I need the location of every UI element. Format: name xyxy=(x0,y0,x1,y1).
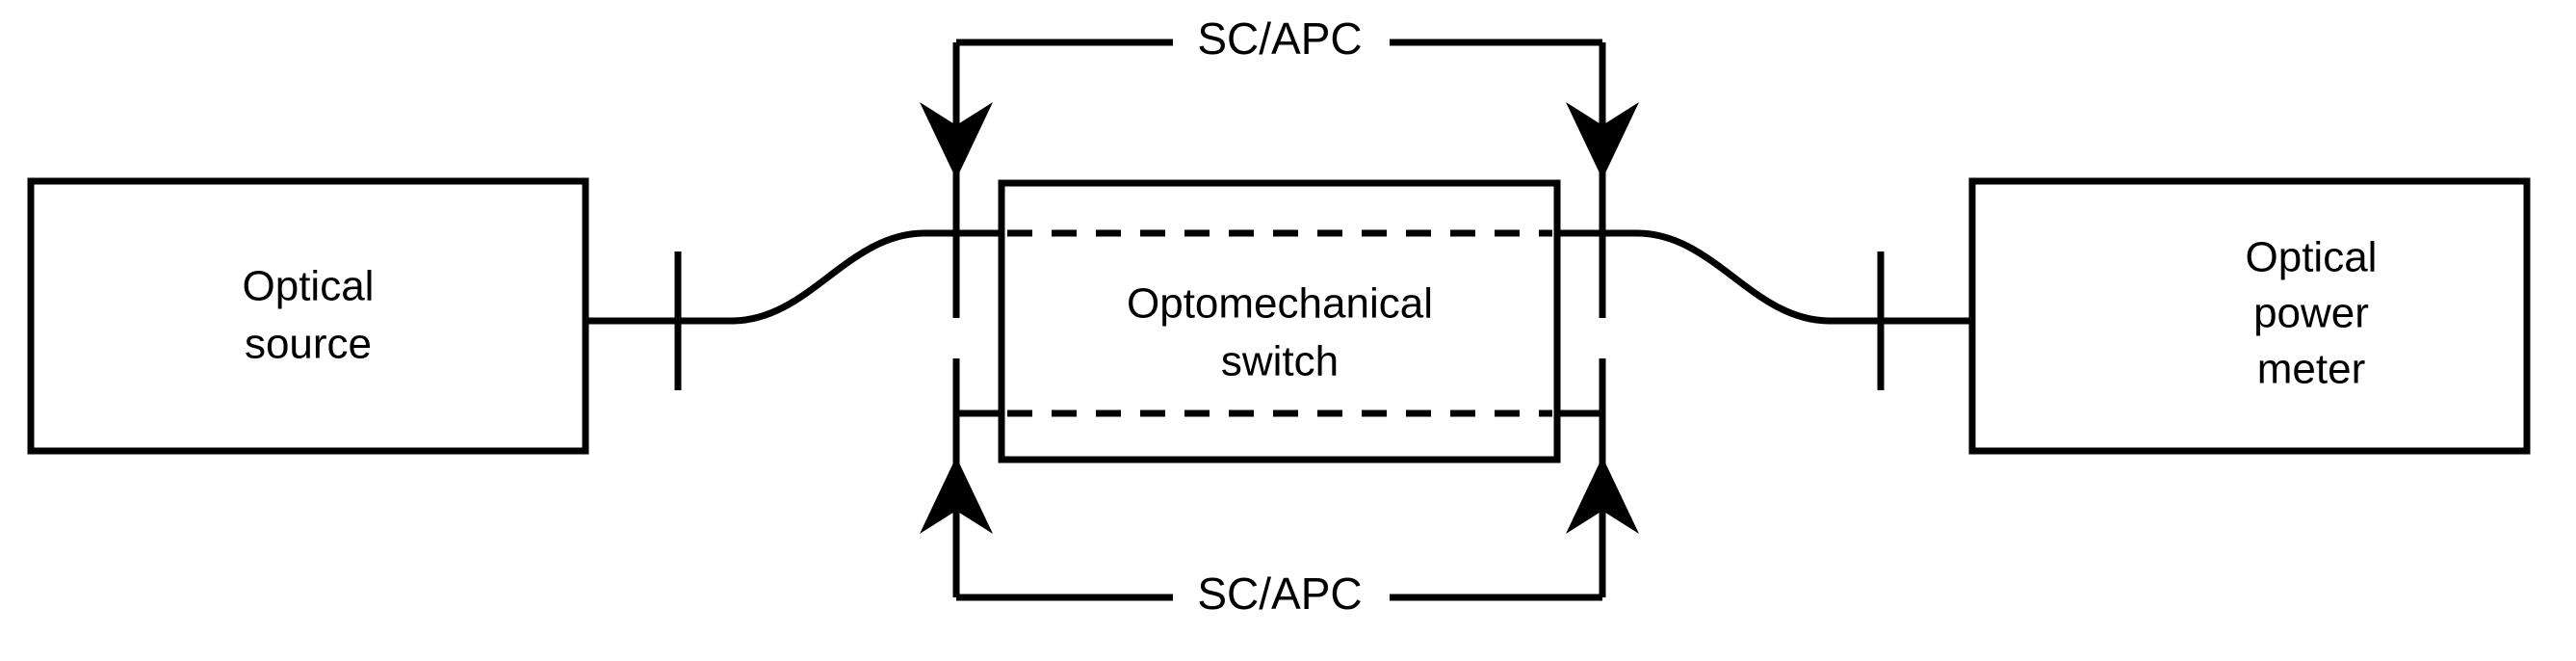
optical-source-label-line1: Optical xyxy=(243,263,375,310)
optical-power-meter-box[interactable] xyxy=(1968,177,2531,455)
optomechanical-switch-label-line1: Optomechanical xyxy=(1127,280,1433,328)
arrow-down-icon-top-left xyxy=(920,102,993,179)
block-optical-power-meter[interactable]: Optical power meter xyxy=(1968,177,2531,455)
fiber-output-curve xyxy=(1541,229,1972,325)
arrow-up-icon-bottom-right xyxy=(1566,457,1639,534)
sc-apc-label-bottom: SC/APC xyxy=(1197,568,1362,619)
arrow-down-icon-top-right xyxy=(1566,102,1639,179)
arrow-up-icon-bottom-left xyxy=(920,457,993,534)
arrowheads-group xyxy=(920,102,1639,534)
optical-power-meter-label-line2: power xyxy=(2253,290,2369,337)
switch-port-stubs xyxy=(952,176,1606,460)
optomechanical-switch-label-line2: switch xyxy=(1221,338,1339,385)
fiber-source-to-switch xyxy=(585,229,1021,390)
block-optical-source[interactable]: Optical source xyxy=(27,177,589,455)
optical-power-meter-label-line1: Optical xyxy=(2246,234,2378,281)
optical-power-meter-label-line3: meter xyxy=(2257,346,2365,393)
fiber-switch-to-meter xyxy=(1541,229,1972,390)
fiber-input-curve xyxy=(585,229,1021,325)
block-optomechanical-switch[interactable]: Optomechanical switch xyxy=(998,179,1561,463)
optical-source-box[interactable] xyxy=(27,177,589,455)
optical-source-label-line2: source xyxy=(245,321,372,368)
sc-apc-label-top: SC/APC xyxy=(1197,13,1362,64)
